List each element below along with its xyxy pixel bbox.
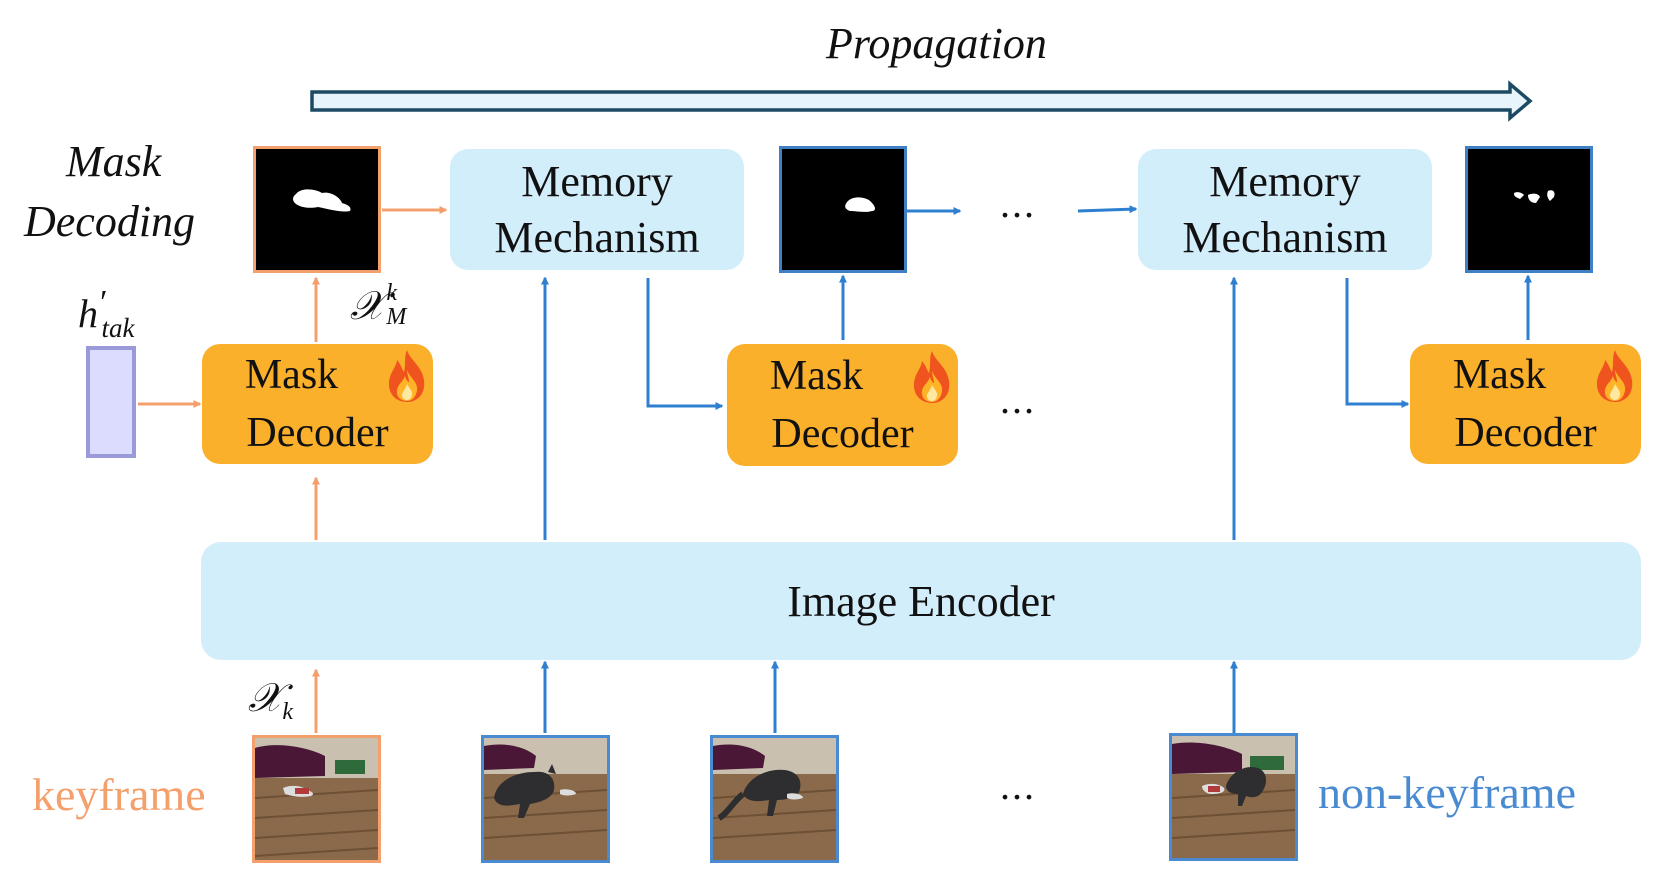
encoder-label: Image Encoder — [787, 576, 1055, 626]
section-label-line2: Decoding — [24, 197, 196, 246]
memory-label-line2: Mechanism — [494, 212, 700, 262]
h-sub: tak — [101, 313, 135, 343]
mask-decoder-frame-n: Mask Decoder — [1410, 344, 1641, 464]
image-encoder: Image Encoder — [201, 542, 1641, 660]
section-label-line1: Mask — [66, 137, 162, 186]
cat-frame-image — [484, 738, 607, 860]
ellipsis-top: ... — [1000, 181, 1036, 226]
ellipsis-bottom: ... — [1000, 763, 1036, 808]
decoder-label-line2: Decoder — [771, 411, 914, 457]
decoder-label-line2: Decoder — [1454, 410, 1597, 456]
decoder-label-line2: Decoder — [246, 410, 389, 456]
keyframe-arrows — [138, 206, 448, 733]
nonkeyframe-image-n — [1169, 733, 1298, 861]
fire-icon — [913, 351, 950, 403]
decoder-label-line1: Mask — [1452, 352, 1547, 398]
h-tak-symbol: h′tak — [78, 284, 134, 344]
xm-k-symbol: 𝒳 k M — [350, 280, 407, 330]
propagation-title: Propagation — [826, 19, 1047, 68]
fire-icon — [388, 350, 425, 402]
decoder-label-line1: Mask — [769, 353, 864, 399]
memory-label-line2: Mechanism — [1182, 212, 1388, 262]
fire-icon — [1596, 350, 1633, 402]
xm-sub: M — [386, 304, 407, 330]
mask-decoder-frame-2: Mask Decoder — [727, 344, 958, 466]
nonkeyframe-label: non-keyframe — [1318, 767, 1576, 818]
mask-output-frame-2 — [779, 146, 907, 273]
xm-main: 𝒳 — [350, 283, 385, 328]
mask-decoder-keyframe: Mask Decoder — [202, 344, 433, 464]
keyframe-label: keyframe — [32, 769, 206, 820]
mask-output-keyframe — [253, 146, 381, 273]
decoder-label-line1: Mask — [244, 352, 339, 398]
cat-frame-image — [713, 738, 836, 860]
mask-image — [293, 189, 351, 212]
nonkeyframe-image-2 — [710, 735, 839, 863]
nonkeyframe-arrows — [541, 205, 1532, 733]
nonkeyframe-image-1 — [481, 735, 610, 863]
h-main: h — [78, 291, 98, 336]
cat-frame-image — [1172, 736, 1295, 858]
memory-mechanism-2: Memory Mechanism — [1138, 149, 1432, 270]
xk-symbol: 𝒳k — [248, 674, 293, 726]
memory-label-line1: Memory — [521, 156, 673, 206]
mask-image — [1514, 190, 1555, 203]
mask-image — [845, 197, 875, 212]
memory-label-line1: Memory — [1209, 156, 1361, 206]
ellipsis-middle: ... — [1000, 377, 1036, 422]
xk-main: 𝒳 — [248, 675, 283, 720]
memory-mechanism-1: Memory Mechanism — [450, 149, 744, 270]
xm-sup: k — [386, 280, 398, 306]
propagation-arrow — [310, 80, 1533, 122]
xk-sub: k — [282, 699, 294, 725]
mask-output-frame-n — [1465, 146, 1593, 273]
keyframe-image — [252, 735, 381, 863]
cat-frame-image — [255, 738, 378, 860]
prompt-vector — [86, 346, 136, 458]
h-prime: ′ — [98, 284, 106, 321]
